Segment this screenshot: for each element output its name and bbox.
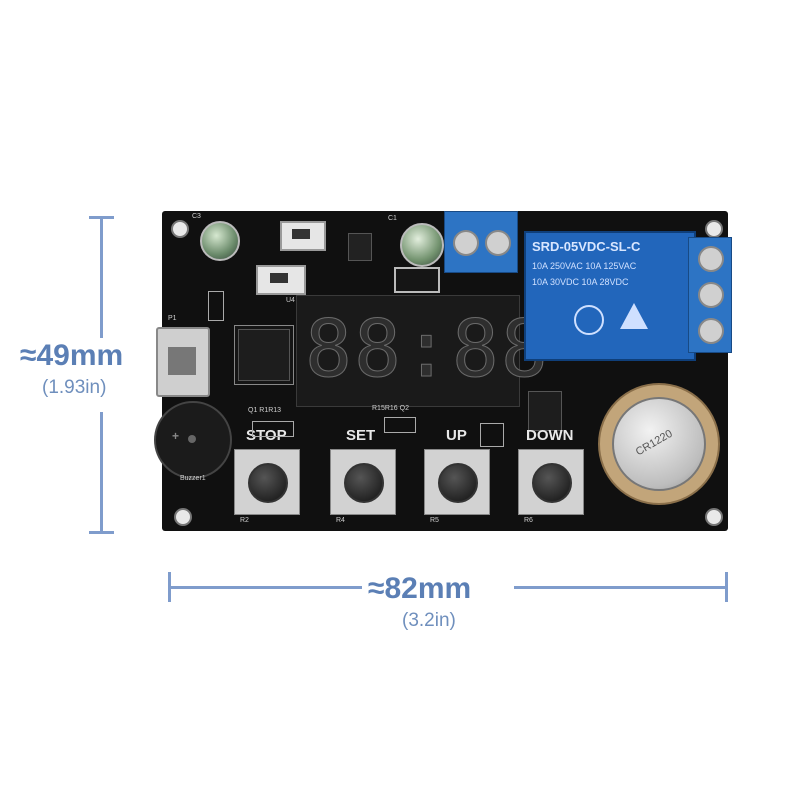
display-digits: 88:88 [305, 305, 550, 396]
capacitor-c3 [200, 221, 240, 261]
relay-model: SRD-05VDC-SL-C [532, 239, 641, 254]
button-stop[interactable]: STOP R2 [234, 427, 300, 524]
ic-chip-2 [528, 391, 562, 431]
battery-text: CR1220 [633, 427, 675, 459]
button-set-ref: R4 [336, 517, 345, 524]
height-dimension-line [89, 216, 114, 534]
button-set-cap[interactable] [344, 463, 384, 503]
silk-p1: P1 [168, 315, 177, 322]
smd-pads [480, 423, 504, 447]
capacitor-c1 [400, 223, 444, 267]
button-up[interactable]: UP R5 [424, 427, 490, 524]
buzzer-plus-icon: + [172, 429, 180, 443]
button-set[interactable]: SET R4 [330, 427, 396, 524]
relay-rating-1: 10A 250VAC 10A 125VAC [532, 261, 637, 271]
silk-c1: C1 [388, 215, 397, 222]
silk-q1: Q1 R1R13 [248, 407, 282, 414]
smd-pads [384, 417, 416, 433]
button-set-label: SET [346, 427, 376, 444]
screw-icon [453, 230, 479, 256]
chip-u1 [348, 233, 372, 261]
pcb-board: C3 C1 P1 U4 88:88 SRD-05VDC-SL-C 10A 250… [154, 211, 732, 531]
button-up-cap[interactable] [438, 463, 478, 503]
cert-triangle-icon [620, 303, 648, 329]
width-dimension-line [168, 572, 728, 602]
crystal-y [394, 267, 440, 293]
silk-buzzer: Buzzer1 [180, 475, 206, 482]
micro-usb-port [156, 327, 210, 397]
button-stop-cap[interactable] [248, 463, 288, 503]
button-up-label: UP [446, 427, 467, 444]
silk-r15: R15R16 Q2 [372, 405, 409, 412]
button-down-ref: R6 [524, 517, 533, 524]
mounting-hole-icon [705, 220, 723, 238]
relay-rating-2: 10A 30VDC 10A 28VDC [532, 277, 629, 287]
chip-inductor [280, 221, 326, 251]
button-stop-ref: R2 [240, 517, 249, 524]
coin-cell-holder: CR1220 [598, 383, 720, 505]
height-mm-label: ≈49mm [20, 339, 124, 372]
terminal-block-top [444, 211, 518, 273]
screw-icon [698, 282, 724, 308]
coin-cell-battery: CR1220 [612, 397, 706, 491]
button-up-ref: R5 [430, 517, 439, 524]
button-down-label: DOWN [526, 427, 574, 444]
screw-icon [698, 318, 724, 344]
width-in-label: (3.2in) [402, 610, 456, 631]
mounting-hole-icon [174, 508, 192, 526]
ic-chip [238, 329, 290, 381]
cert-icon [574, 305, 604, 335]
mounting-hole-icon [705, 508, 723, 526]
silk-c3: C3 [192, 213, 201, 220]
screw-icon [698, 246, 724, 272]
buzzer: + [154, 401, 232, 479]
seven-segment-display: 88:88 [296, 295, 550, 407]
silk-u4: U4 [286, 297, 295, 304]
button-down[interactable]: DOWN R6 [518, 427, 584, 524]
mounting-hole-icon [171, 220, 189, 238]
smd-pads [208, 291, 224, 321]
terminal-block-right [688, 237, 732, 353]
button-stop-label: STOP [246, 427, 287, 444]
chip-diode [256, 265, 306, 295]
screw-icon [485, 230, 511, 256]
button-down-cap[interactable] [532, 463, 572, 503]
height-in-label: (1.93in) [42, 377, 107, 398]
width-mm-label: ≈82mm [368, 572, 472, 605]
relay: SRD-05VDC-SL-C 10A 250VAC 10A 125VAC 10A… [524, 231, 696, 361]
smd-pads [252, 421, 294, 437]
